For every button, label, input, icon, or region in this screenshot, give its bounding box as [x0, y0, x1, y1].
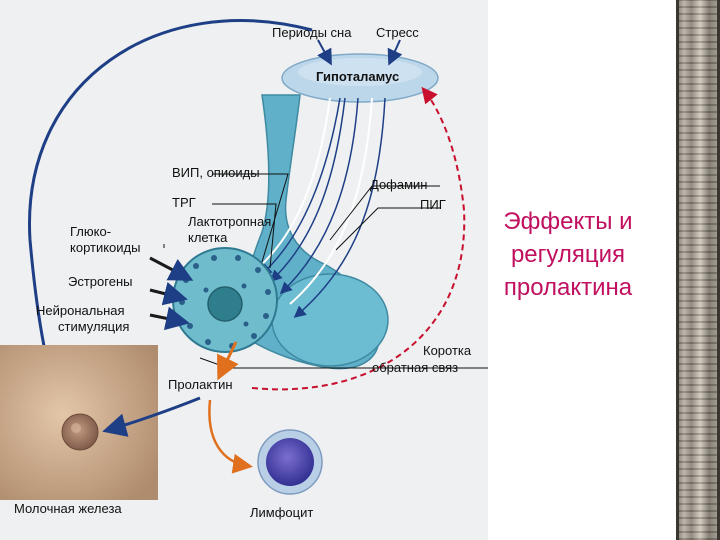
label-estrogens: Эстрогены: [68, 274, 133, 289]
prolactin-to-mammary-arrow: [102, 396, 201, 437]
label-sleep-periods: Периоды сна: [272, 25, 352, 40]
prolactin-regulation-diagram: Периоды сна Стресс Гипоталамус ВИП, опио…: [0, 0, 488, 540]
label-trg: ТРГ: [172, 195, 196, 210]
lactotroph-nucleus: [207, 286, 243, 322]
prolactin-to-lymphocyte-arrow: [208, 399, 253, 474]
diagram-graphic: [0, 19, 488, 500]
slide-title-line3: пролактина: [503, 274, 633, 301]
stress-arrow: [387, 39, 403, 66]
label-vip-opioids: ВИП, опиоиды: [172, 165, 260, 180]
label-neural-line1: Нейрональная: [36, 303, 125, 318]
neural-tract: [279, 97, 359, 295]
slide-title: Эффекты и регуляция пролактина: [470, 205, 666, 304]
label-glucocorticoids-line1: Глюко-: [70, 224, 112, 239]
neural-tract: [257, 97, 331, 269]
label-mammary-gland: Молочная железа: [14, 501, 122, 516]
label-glucocorticoids-line2: кортикоиды: [70, 240, 141, 255]
label-hypothalamus: Гипоталамус: [316, 69, 400, 84]
neural-stimulation-arrow: [149, 306, 190, 331]
label-neural-line2: стимуляция: [58, 319, 130, 334]
posterior-pituitary: [271, 273, 389, 367]
label-prolactin: Пролактин: [168, 377, 233, 392]
label-lactotroph-line2: клетка: [188, 230, 228, 245]
slide-title-line2: регуляция: [510, 241, 626, 268]
neural-tract: [293, 97, 386, 318]
neural-tract: [269, 97, 346, 283]
label-short-feedback-line2: обратная связ: [372, 360, 459, 375]
label-dopamine: Дофамин: [370, 177, 428, 192]
label-lymphocyte: Лимфоцит: [250, 505, 314, 520]
glucocorticoid-arrow: [149, 256, 194, 281]
secretory-granules: [179, 255, 271, 349]
label-pig: ПИГ: [420, 197, 446, 212]
frame-edge: [676, 0, 679, 540]
neural-tract: [259, 97, 341, 277]
nipple: [61, 413, 99, 451]
sleep-arrow: [317, 39, 332, 66]
label-short-feedback-line1: Коротка: [423, 343, 472, 358]
decorative-frame: [676, 0, 720, 540]
slide-title-line1: Эффекты и: [503, 208, 633, 235]
label-lactotroph-line1: Лактотропная: [188, 214, 272, 229]
lymphocyte-nucleus: [266, 438, 314, 486]
prolactin-arrow: [217, 341, 239, 381]
frame-edge: [717, 0, 720, 540]
label-stress: Стресс: [376, 25, 419, 40]
estrogen-arrow: [149, 281, 188, 306]
